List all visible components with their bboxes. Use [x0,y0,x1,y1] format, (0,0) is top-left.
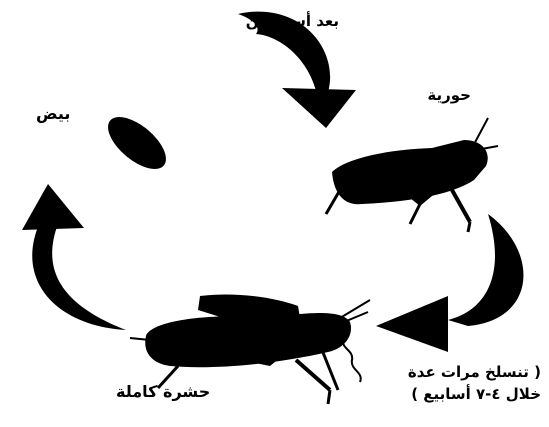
egg-pod-shape [99,107,174,178]
note-connector-line [343,340,360,382]
label-after-two-weeks: بعد أسبوعين [246,14,339,29]
label-eggs: بيض [36,106,70,122]
label-adult-insect: حشرة كاملة [116,384,210,400]
label-nymph: حورية [427,88,471,103]
molting-note: ( تنسلخ مرات عدة خلال ٤-٧ أسابيع ) [408,362,541,406]
molting-note-line2: خلال ٤-٧ أسابيع ) [408,384,541,406]
molting-note-line1: ( تنسلخ مرات عدة [408,362,541,384]
arrow-adult-to-egg [22,184,126,330]
nymph-grasshopper-drawing [326,118,498,232]
arrow-nymph-to-adult [376,214,523,352]
